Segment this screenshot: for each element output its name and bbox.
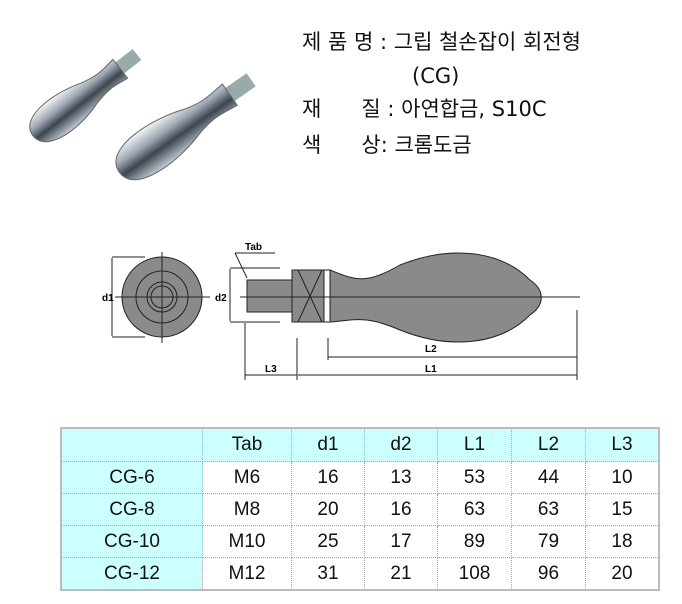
header-cell: d1	[291, 427, 365, 462]
technical-drawing: d1 d2 Tab L2 L1 L3	[102, 242, 580, 380]
model-cell: CG-10	[60, 525, 203, 558]
product-photo	[29, 48, 256, 181]
cell: 18	[585, 525, 660, 558]
cell: 20	[291, 493, 365, 526]
cell: 25	[291, 525, 365, 558]
cell: M10	[202, 525, 292, 558]
cell: 15	[585, 493, 660, 526]
cell: 16	[291, 461, 365, 494]
cell: 13	[364, 461, 438, 494]
model-cell: CG-12	[60, 557, 203, 591]
color-value: 크롬도금	[394, 133, 472, 157]
table-header-row: Tab d1 d2 L1 L2 L3	[60, 427, 660, 462]
cell: 16	[364, 493, 438, 526]
cell: 17	[364, 525, 438, 558]
header-cell: L2	[511, 427, 586, 462]
material-value: 아연합금, S10C	[401, 97, 547, 121]
header-cell: L3	[585, 427, 660, 462]
product-code: (CG)	[412, 64, 460, 88]
cell: M6	[202, 461, 292, 494]
product-name: 그립 철손잡이 회전형	[393, 30, 581, 54]
header-cell: Tab	[202, 427, 292, 462]
color-label: 색 상:	[302, 133, 388, 157]
model-cell: CG-6	[60, 461, 203, 494]
d2-label: d2	[215, 293, 227, 304]
cell: 79	[511, 525, 586, 558]
d1-label: d1	[102, 293, 114, 304]
product-name-line: 제 품 명 : 그립 철손잡이 회전형	[302, 32, 581, 53]
header-cell: L1	[437, 427, 512, 462]
tab-label: Tab	[245, 242, 262, 253]
l1-label: L1	[425, 364, 437, 375]
material-line: 재 질 : 아연합금, S10C	[302, 99, 547, 120]
l2-label: L2	[425, 344, 437, 355]
cell: 63	[437, 493, 512, 526]
cell: M12	[202, 557, 292, 591]
cell: 31	[291, 557, 365, 591]
cell: 108	[437, 557, 512, 591]
cell: 53	[437, 461, 512, 494]
model-cell: CG-8	[60, 493, 203, 526]
l3-label: L3	[265, 364, 277, 375]
cell: 20	[585, 557, 660, 591]
product-name-label: 제 품 명 :	[302, 30, 388, 54]
material-label: 재 질 :	[302, 97, 395, 121]
cell: 96	[511, 557, 586, 591]
color-line: 색 상: 크롬도금	[302, 135, 472, 156]
cell: 44	[511, 461, 586, 494]
cell: 63	[511, 493, 586, 526]
cell: 89	[437, 525, 512, 558]
header-cell: d2	[364, 427, 438, 462]
cell: 21	[364, 557, 438, 591]
cell: 10	[585, 461, 660, 494]
header-cell	[60, 427, 203, 462]
cell: M8	[202, 493, 292, 526]
